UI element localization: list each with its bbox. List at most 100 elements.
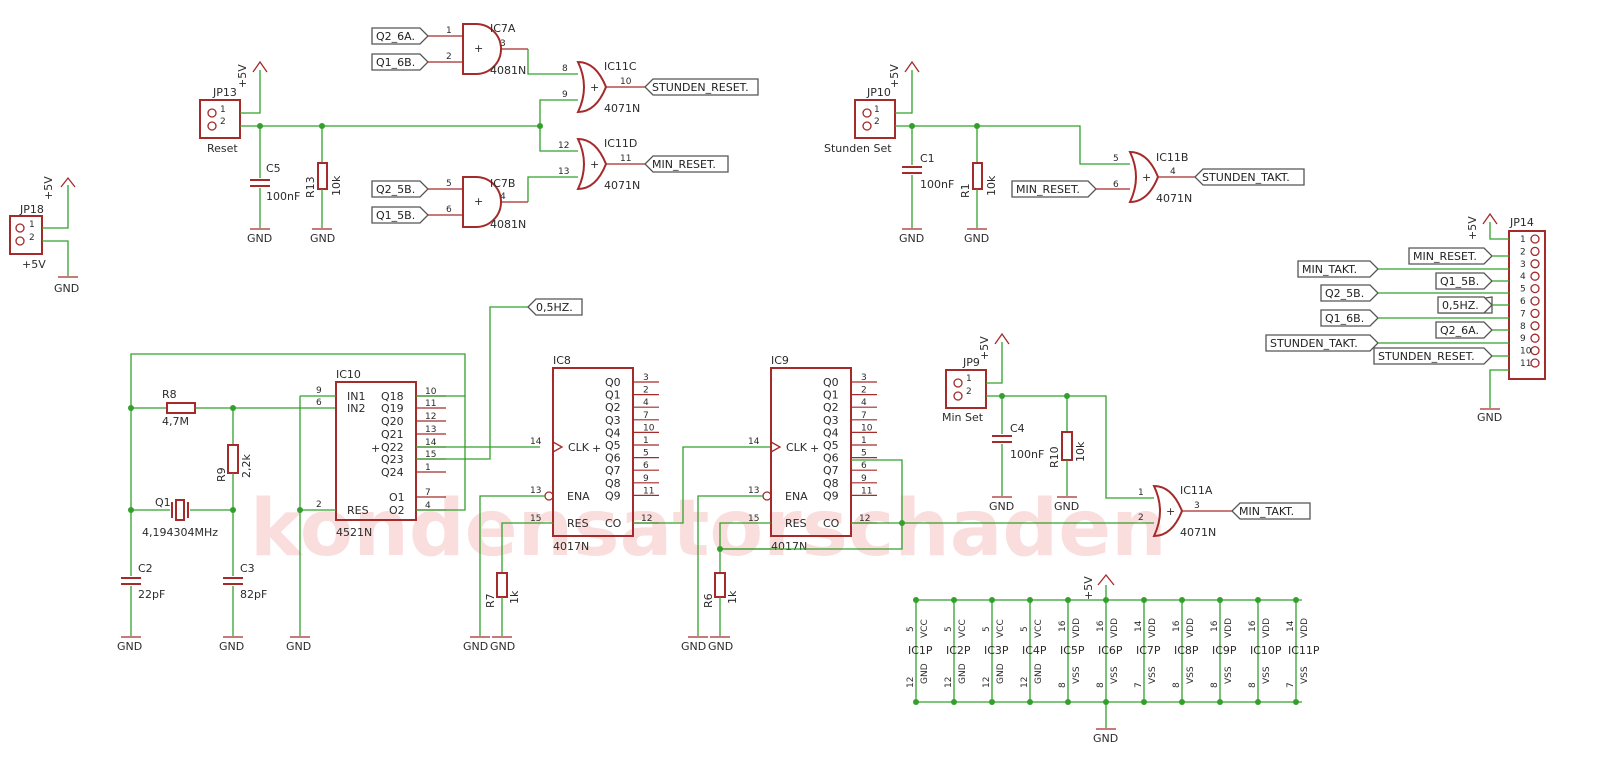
svg-text:13: 13 xyxy=(530,486,541,496)
power-part-label: IC7P xyxy=(1136,644,1161,657)
ic11d-value: 4071N xyxy=(604,179,640,192)
counter-output-label: Q1 xyxy=(823,389,839,402)
r6-value: 1k xyxy=(726,590,739,604)
svg-text:6: 6 xyxy=(446,205,452,215)
svg-text:GND: GND xyxy=(1034,663,1044,684)
svg-text:2: 2 xyxy=(643,386,649,396)
r10-name: R10 xyxy=(1048,446,1061,468)
svg-text:ENA: ENA xyxy=(785,490,808,503)
svg-text:13: 13 xyxy=(748,486,759,496)
svg-text:1: 1 xyxy=(861,436,867,446)
svg-text:+5V: +5V xyxy=(1466,216,1479,240)
svg-text:3: 3 xyxy=(500,39,506,49)
svg-text:5: 5 xyxy=(944,626,954,632)
counter-output-label: Q1 xyxy=(605,389,621,402)
q1-name: Q1 xyxy=(155,496,171,509)
svg-text:VSS: VSS xyxy=(1224,666,1234,684)
svg-text:16: 16 xyxy=(1096,620,1106,632)
ic7a-name: IC7A xyxy=(490,22,516,35)
svg-text:8: 8 xyxy=(562,64,568,74)
svg-text:16: 16 xyxy=(1058,620,1068,632)
c5-name: C5 xyxy=(266,162,281,175)
svg-text:MIN_TAKT.: MIN_TAKT. xyxy=(1302,263,1357,276)
c4-name: C4 xyxy=(1010,422,1025,435)
svg-text:8: 8 xyxy=(1248,682,1258,688)
svg-text:+5V: +5V xyxy=(236,64,249,88)
svg-text:11: 11 xyxy=(1520,359,1531,369)
svg-text:GND: GND xyxy=(996,663,1006,684)
counter-output-label: Q3 xyxy=(823,414,839,427)
svg-text:16: 16 xyxy=(1248,620,1258,632)
ic11d-name: IC11D xyxy=(604,137,637,150)
r9-name: R9 xyxy=(215,467,228,482)
svg-text:2: 2 xyxy=(874,117,880,127)
svg-text:GND: GND xyxy=(490,640,515,653)
svg-text:Q1_6B.: Q1_6B. xyxy=(376,56,415,69)
net-label-jp14-hz: 0,5HZ. xyxy=(1437,296,1493,314)
svg-text:Q1_6B.: Q1_6B. xyxy=(1325,312,1364,325)
svg-text:GND: GND xyxy=(964,232,989,245)
svg-text:4: 4 xyxy=(643,398,649,408)
net-label-jp14-q2-6a: Q2_6A. xyxy=(1435,321,1493,339)
svg-text:15: 15 xyxy=(748,514,759,524)
net-label-jp14-q1-5b: Q1_5B. xyxy=(1435,272,1493,290)
c1-name: C1 xyxy=(920,152,935,165)
svg-text:16: 16 xyxy=(1210,620,1220,632)
connector-jp13: 1 2 JP13 Reset xyxy=(199,86,241,155)
power-part-label: IC8P xyxy=(1174,644,1199,657)
svg-text:MIN_RESET.: MIN_RESET. xyxy=(1413,250,1477,263)
ic11c-value: 4071N xyxy=(604,102,640,115)
svg-text:6: 6 xyxy=(643,461,649,471)
svg-text:+: + xyxy=(590,158,599,171)
svg-text:9: 9 xyxy=(643,474,649,484)
net-label-stunden-takt: STUNDEN_TAKT. xyxy=(1194,168,1305,186)
net-label-q1-6b: Q1_6B. xyxy=(371,53,429,71)
svg-text:VSS: VSS xyxy=(1110,666,1120,684)
svg-text:2: 2 xyxy=(29,233,35,243)
svg-text:2: 2 xyxy=(446,52,452,62)
svg-text:2: 2 xyxy=(1520,247,1526,257)
net-label-jp14-min-reset: MIN_RESET. xyxy=(1408,247,1493,265)
svg-text:VCC: VCC xyxy=(920,619,930,638)
c3-value: 82pF xyxy=(240,588,267,601)
jp14-pin xyxy=(1530,308,1540,319)
svg-text:GND: GND xyxy=(920,663,930,684)
svg-text:Q19: Q19 xyxy=(381,402,404,415)
svg-text:11: 11 xyxy=(861,486,872,496)
svg-text:12: 12 xyxy=(558,141,569,151)
svg-text:1: 1 xyxy=(446,26,452,36)
net-label-q1-5b: Q1_5B. xyxy=(371,206,429,224)
svg-text:3: 3 xyxy=(1194,501,1200,511)
svg-text:ENA: ENA xyxy=(567,490,590,503)
power-part-label: IC10P xyxy=(1250,644,1282,657)
jp18-value: +5V xyxy=(22,258,46,271)
jp9-name: JP9 xyxy=(962,356,980,369)
net-label-min-reset-2: MIN_RESET. xyxy=(1011,180,1097,198)
counter-output-label: Q6 xyxy=(605,452,621,465)
r1-value: 10k xyxy=(985,175,998,196)
power-part-label: IC6P xyxy=(1098,644,1123,657)
svg-text:14: 14 xyxy=(425,438,437,448)
svg-text:RES: RES xyxy=(785,517,807,530)
ic11b-value: 4071N xyxy=(1156,192,1192,205)
svg-text:5: 5 xyxy=(446,179,452,189)
svg-text:10: 10 xyxy=(1520,347,1532,357)
svg-text:+: + xyxy=(592,442,601,455)
svg-text:3: 3 xyxy=(1520,260,1526,270)
net-label-stunden-reset: STUNDEN_RESET. xyxy=(644,78,759,96)
svg-text:6: 6 xyxy=(861,461,867,471)
svg-text:STUNDEN_RESET.: STUNDEN_RESET. xyxy=(652,81,749,94)
svg-text:1: 1 xyxy=(966,374,972,384)
svg-text:+5V: +5V xyxy=(888,64,901,88)
svg-text:VDD: VDD xyxy=(1110,618,1120,638)
jp13-value: Reset xyxy=(207,142,238,155)
connector-jp10: 1 2 JP10 Stunden Set xyxy=(824,86,896,155)
r1-name: R1 xyxy=(959,183,972,198)
jp14-pin xyxy=(1530,271,1540,281)
c1-value: 100nF xyxy=(920,178,954,191)
power-part-label: IC11P xyxy=(1288,644,1320,657)
svg-text:Q23: Q23 xyxy=(381,453,404,466)
svg-text:13: 13 xyxy=(425,425,436,435)
svg-text:3: 3 xyxy=(861,373,867,383)
